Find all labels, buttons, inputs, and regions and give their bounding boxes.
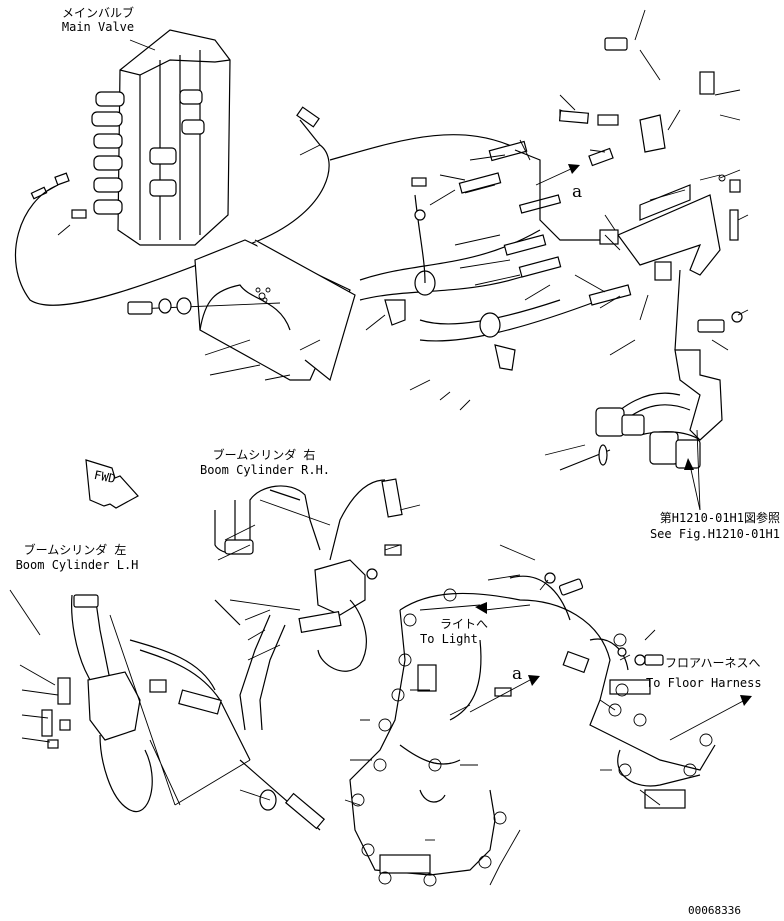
main-valve-label-en: Main Valve xyxy=(61,20,135,34)
see-figure-label-jp: 第H1210-01H1図参照 xyxy=(659,511,780,525)
boom-cylinder-lh-label-en: Boom Cylinder L.H xyxy=(15,558,139,572)
leader-lines xyxy=(9,499,421,806)
boom-cylinder-rh xyxy=(214,478,403,731)
to-light-label-jp: ライトへ xyxy=(440,617,489,631)
to-light-label-en: To Light xyxy=(420,632,478,646)
boom-cylinder-rh-label-en: Boom Cylinder R.H. xyxy=(199,463,331,477)
main-valve-leader xyxy=(129,39,156,51)
drawing-number: 00068336 xyxy=(688,904,741,917)
main-valve-label-jp: メインバルブ xyxy=(61,6,134,20)
callout-arrows xyxy=(419,164,752,741)
bracket-plate xyxy=(194,239,356,382)
right-manifold-assembly xyxy=(559,349,723,471)
fwd-arrow xyxy=(85,459,139,509)
boom-cylinder-rh-label-jp: ブームシリンダ 右 xyxy=(212,448,316,462)
boom-cylinder-lh-label-jp: ブームシリンダ 左 xyxy=(23,543,127,557)
boom-cylinder-lh xyxy=(41,594,326,831)
pilot-hose xyxy=(14,144,330,306)
to-floor-harness-label-jp: フロアハーネスへ xyxy=(665,656,761,670)
main-valve-assembly xyxy=(30,29,231,246)
to-floor-harness-label-en: To Floor Harness xyxy=(646,676,762,690)
central-piping xyxy=(359,140,632,371)
see-figure-label-en: See Fig.H1210-01H1 xyxy=(649,527,780,541)
callout-a-lower: a xyxy=(512,664,523,684)
wiring-harness xyxy=(344,544,716,887)
upper-leader-lines xyxy=(204,89,749,511)
upper-right-valve xyxy=(599,37,743,351)
callout-a-upper: a xyxy=(572,182,583,202)
